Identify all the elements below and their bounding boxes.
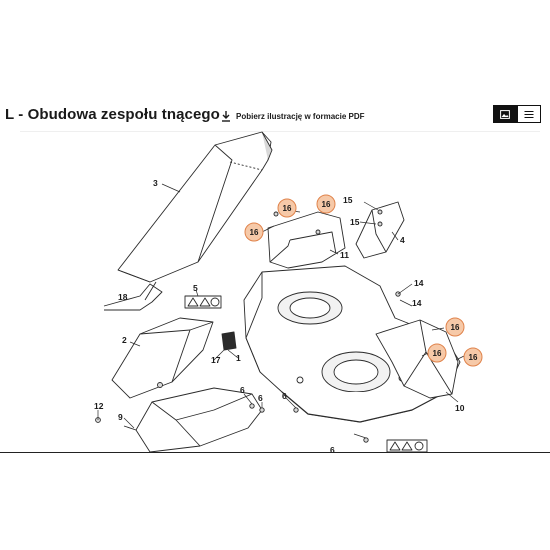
- highlight-16-e[interactable]: 16: [427, 343, 447, 363]
- callout-10[interactable]: 10: [455, 403, 465, 413]
- callout-11[interactable]: 11: [340, 250, 349, 260]
- highlight-16-c-label: 16: [250, 228, 259, 237]
- highlighted-callouts: 16 16 16 16 16 16: [244, 194, 483, 367]
- side-bracket-part: [355, 201, 405, 259]
- download-pdf-link[interactable]: Pobierz ilustrację w formacie PDF: [221, 111, 364, 122]
- highlight-16-b[interactable]: 16: [316, 194, 336, 214]
- exploded-view-drawing: 3 18 2 5 1 17 12 9 6 6 6 6 15 15 4 11 14…: [94, 131, 483, 453]
- callout-15b[interactable]: 15: [350, 217, 360, 227]
- callout-15a[interactable]: 15: [343, 195, 353, 205]
- callout-6b[interactable]: 6: [258, 393, 263, 403]
- info-sticker: [221, 331, 237, 351]
- warning-label-sticker: [184, 295, 222, 309]
- callout-6d[interactable]: 6: [330, 445, 335, 453]
- callout-1[interactable]: 1: [236, 353, 241, 363]
- list-view-button[interactable]: [517, 105, 541, 123]
- highlight-16-d-label: 16: [451, 323, 460, 332]
- grass-bag-part: [111, 317, 214, 399]
- view-toggle: [493, 105, 541, 123]
- mower-deck-part: [243, 265, 461, 423]
- wire-handle-part: [103, 281, 163, 311]
- image-icon: [500, 109, 510, 119]
- callout-14a[interactable]: 14: [414, 278, 424, 288]
- highlight-16-f[interactable]: 16: [463, 347, 483, 367]
- highlight-16-f-label: 16: [469, 353, 478, 362]
- image-view-button[interactable]: [493, 105, 517, 123]
- bottom-divider: [0, 452, 550, 453]
- callout-6c[interactable]: 6: [282, 391, 287, 401]
- diagram-top-edge: [20, 131, 540, 132]
- callout-6a[interactable]: 6: [240, 385, 245, 395]
- leader-lines: [97, 183, 465, 439]
- page-title: L - Obudowa zespołu tnącego: [5, 106, 220, 123]
- grass-chute-part: [117, 131, 273, 283]
- callout-4[interactable]: 4: [400, 235, 405, 245]
- list-icon: [524, 110, 534, 118]
- highlight-16-b-label: 16: [322, 200, 331, 209]
- callout-5[interactable]: 5: [193, 283, 198, 293]
- highlight-16-a[interactable]: 16: [277, 198, 297, 218]
- callout-labels: 3 18 2 5 1 17 12 9 6 6 6 6 15 15 4 11 14…: [94, 178, 465, 453]
- callout-17[interactable]: 17: [211, 355, 221, 365]
- page-header: L - Obudowa zespołu tnącego Pobierz ilus…: [0, 103, 550, 129]
- parts-diagram: 3 18 2 5 1 17 12 9 6 6 6 6 15 15 4 11 14…: [0, 131, 550, 453]
- warning-label-sticker-bottom: [386, 439, 428, 453]
- highlight-16-a-label: 16: [283, 204, 292, 213]
- download-pdf-label: Pobierz ilustrację w formacie PDF: [236, 112, 365, 121]
- callout-12[interactable]: 12: [94, 401, 104, 411]
- upper-cover-part: [267, 211, 346, 269]
- download-icon: [222, 111, 230, 122]
- highlight-16-d[interactable]: 16: [445, 317, 465, 337]
- highlight-16-c[interactable]: 16: [244, 222, 264, 242]
- callout-9[interactable]: 9: [118, 412, 123, 422]
- callout-14b[interactable]: 14: [412, 298, 422, 308]
- highlight-16-e-label: 16: [433, 349, 442, 358]
- bottom-guard-part: [123, 387, 263, 453]
- callout-2[interactable]: 2: [122, 335, 127, 345]
- callout-18[interactable]: 18: [118, 292, 128, 302]
- callout-3[interactable]: 3: [153, 178, 158, 188]
